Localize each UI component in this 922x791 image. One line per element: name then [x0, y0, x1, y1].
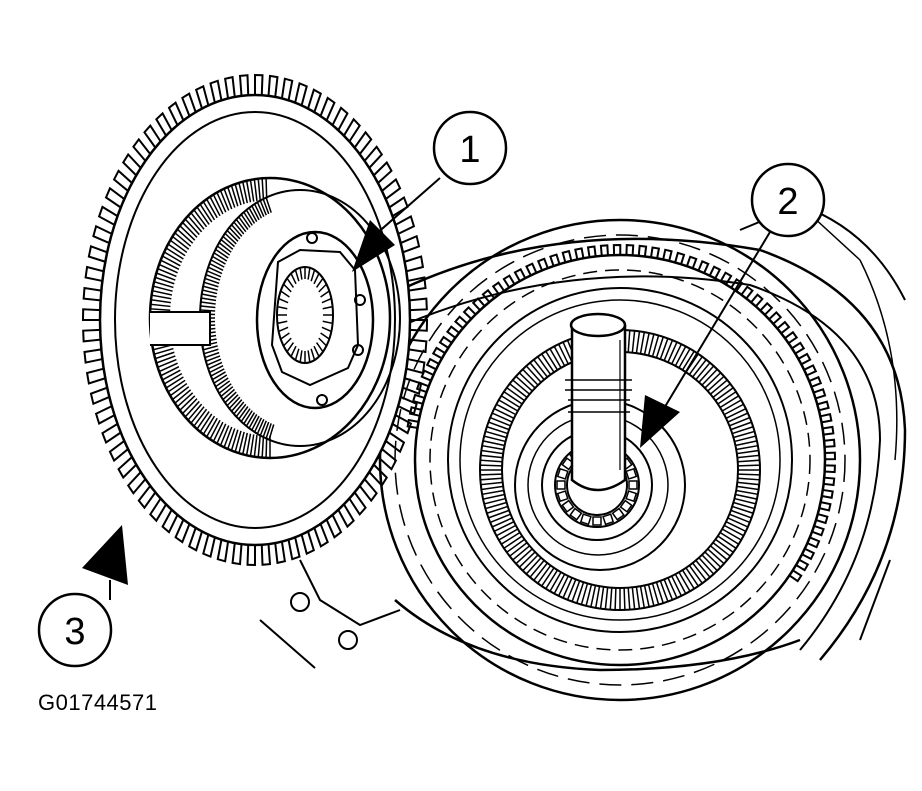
callout-1-label: 1: [459, 129, 480, 171]
callout-3: 3: [37, 525, 128, 668]
callout-1: 1: [352, 110, 508, 272]
callout-3-arrow: [82, 525, 128, 585]
transmission-case-assembly: [259, 203, 907, 702]
callout-2-label: 2: [777, 181, 798, 223]
figure-id: G01744571: [38, 690, 158, 715]
callout-2-arrow: [640, 395, 680, 448]
ring-gear-planetary-assembly: [81, 73, 429, 567]
callout-1-arrow: [352, 220, 395, 272]
callout-3-label: 3: [64, 611, 85, 653]
callout-2: 2: [640, 162, 826, 448]
